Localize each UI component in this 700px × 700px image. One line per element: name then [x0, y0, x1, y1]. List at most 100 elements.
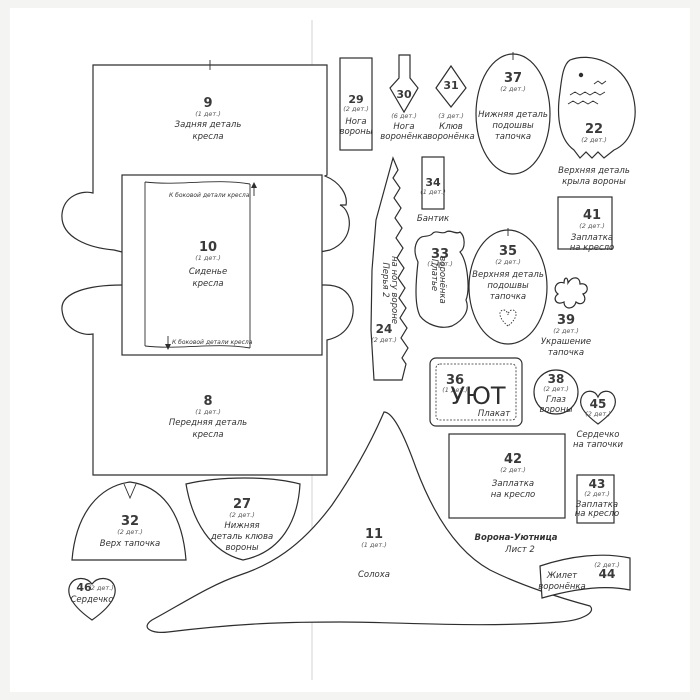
piece-38: 38 (2 дет.) Глаз вороны	[533, 369, 579, 415]
piece-29-label-1: Нога	[345, 117, 366, 127]
piece-30-number: 30	[396, 88, 412, 101]
piece-43-count: (2 дет.)	[584, 490, 610, 498]
piece-33: 33 (1 дет.) Платье воронёнка	[414, 230, 469, 328]
piece-38-outline	[533, 369, 579, 415]
heart-placement-icon	[499, 309, 517, 327]
piece-36-count: (1 дет.)	[442, 386, 468, 394]
piece-41-outline	[557, 196, 613, 250]
piece-27-count: (2 дет.)	[229, 511, 255, 519]
piece-37-label-2: подошвы	[492, 121, 534, 131]
piece-45-label-1: Сердечко	[576, 430, 619, 440]
piece-29-label-2: вороны	[339, 127, 372, 137]
piece-33-outline	[414, 230, 469, 328]
piece-22-label-2: крыла вороны	[562, 177, 626, 187]
piece-42-outline	[448, 433, 566, 519]
piece-37: 37 (2 дет.) Нижняя деталь подошвы тапочк…	[475, 52, 551, 175]
piece-32: 32 (2 дет.) Верх тапочка	[71, 481, 187, 561]
piece-9-label-1: Задняя деталь	[175, 120, 242, 130]
piece-27-label-1: Нижняя	[224, 521, 259, 531]
piece-32-dart	[123, 483, 137, 500]
piece-30-label-2: воронёнка	[380, 132, 428, 142]
piece-42-count: (2 дет.)	[500, 466, 526, 474]
piece-31-number: 31	[443, 79, 458, 92]
piece-38-number: 38	[548, 372, 565, 386]
piece-27-outline	[185, 477, 301, 561]
piece-39: 39 (2 дет.) Украшение тапочка	[541, 277, 591, 358]
piece-39-label-2: тапочка	[548, 348, 584, 358]
piece-46-count: (2 дет.)	[88, 584, 114, 592]
piece-45: 45 (2 дет.) Сердечко на тапочки	[573, 390, 624, 450]
piece-39-number: 39	[557, 313, 575, 328]
piece-8-count: (1 дет.)	[195, 408, 221, 416]
piece-35: 35 (2 дет.) Верхняя деталь подошвы тапоч…	[468, 228, 548, 345]
piece-43-outline	[576, 474, 615, 524]
piece-11-label-1: Солоха	[358, 570, 390, 580]
piece-38-label-1: Глаз	[546, 395, 566, 405]
piece-10-arrowhead-bottom	[165, 344, 171, 350]
piece-46: 46 (2 дет.) Сердечко	[68, 577, 116, 621]
piece-41-label-1: Заплатка	[571, 233, 613, 243]
piece-31: 31 (3 дет.) Клюв воронёнка	[427, 64, 475, 142]
piece-31-label-1: Клюв	[439, 122, 463, 132]
piece-37-label-1: Нижняя деталь	[478, 110, 548, 120]
piece-9-number: 9	[203, 96, 212, 111]
piece-11-number: 11	[365, 527, 383, 542]
piece-44-count: (2 дет.)	[594, 561, 620, 569]
piece-43-number: 43	[589, 477, 606, 491]
piece-34: 34 (1 дет.) Бантик	[417, 156, 450, 224]
piece-24-outline	[370, 156, 409, 381]
piece-31-count: (3 дет.)	[438, 112, 464, 120]
piece-30-outline	[389, 54, 419, 114]
piece-33-count: (1 дет.)	[427, 260, 453, 268]
piece-10-arrowhead-top	[251, 182, 257, 188]
piece-22-zigzag-2	[567, 100, 599, 105]
piece-31-label-2: воронёнка	[427, 132, 475, 142]
piece-38-label-2: вороны	[539, 405, 572, 415]
piece-44: Жилет воронёнка 44 (2 дет.)	[538, 554, 631, 599]
piece-42-label-1: Заплатка	[492, 479, 534, 489]
piece-8-number: 8	[203, 394, 212, 409]
piece-42-label-2: на кресло	[491, 490, 536, 500]
piece-45-count: (2 дет.)	[585, 410, 611, 418]
piece-10-label-1: Сиденье	[189, 267, 227, 277]
piece-24-label-2: на ногу вороне	[389, 256, 399, 324]
piece-11-count: (1 дет.)	[361, 541, 387, 549]
piece-31-outline	[435, 64, 467, 108]
piece-37-label-3: тапочка	[495, 132, 531, 142]
piece-22: 22 (2 дет.) Верхняя деталь крыла вороны	[557, 56, 636, 187]
piece-35-number: 35	[499, 244, 517, 259]
piece-32-label-1: Верх тапочка	[100, 539, 160, 549]
piece-22-zigzag-1	[569, 91, 606, 96]
piece-43-label-2: на кресло	[575, 509, 620, 519]
piece-30-count: (6 дет.)	[391, 112, 417, 120]
piece-27: 27 (2 дет.) Нижняя деталь клюва вороны	[185, 477, 301, 561]
piece-10-seam-top	[144, 181, 251, 185]
piece-46-label-1: Сердечко	[70, 595, 113, 605]
piece-27-label-2: деталь клюва	[210, 532, 273, 542]
piece-35-count: (2 дет.)	[495, 258, 521, 266]
piece-44-label-1: Жилет	[546, 571, 578, 581]
piece-29-count: (2 дет.)	[343, 105, 369, 113]
piece-10-number: 10	[199, 240, 217, 255]
piece-22-number: 22	[585, 122, 603, 137]
piece-24-count: (2 дет.)	[371, 336, 397, 344]
piece-36-word: УЮТ	[450, 382, 506, 410]
piece-10-note-top: К боковой детали кресла	[169, 192, 250, 199]
piece-37-count: (2 дет.)	[500, 85, 526, 93]
piece-22-label-1: Верхняя деталь	[558, 166, 630, 176]
piece-24-label-1: Перья 2	[380, 262, 390, 297]
piece-27-label-3: вороны	[225, 543, 258, 553]
piece-32-outline	[71, 481, 187, 561]
piece-9-label-2: кресла	[192, 132, 223, 142]
piece-33-label-2: воронёнка	[437, 256, 447, 304]
piece-35-label-3: тапочка	[490, 292, 526, 302]
piece-29-outline	[339, 57, 373, 151]
piece-30-label-1: Нога	[393, 122, 414, 132]
piece-44-number: 44	[599, 567, 616, 581]
piece-36-stitch-line	[435, 363, 517, 421]
piece-24: 24 (2 дет.) Перья 2 на ногу вороне	[370, 156, 409, 381]
piece-8-label-2: кресла	[192, 430, 223, 440]
sheet-subtitle: Лист 2	[504, 545, 535, 555]
